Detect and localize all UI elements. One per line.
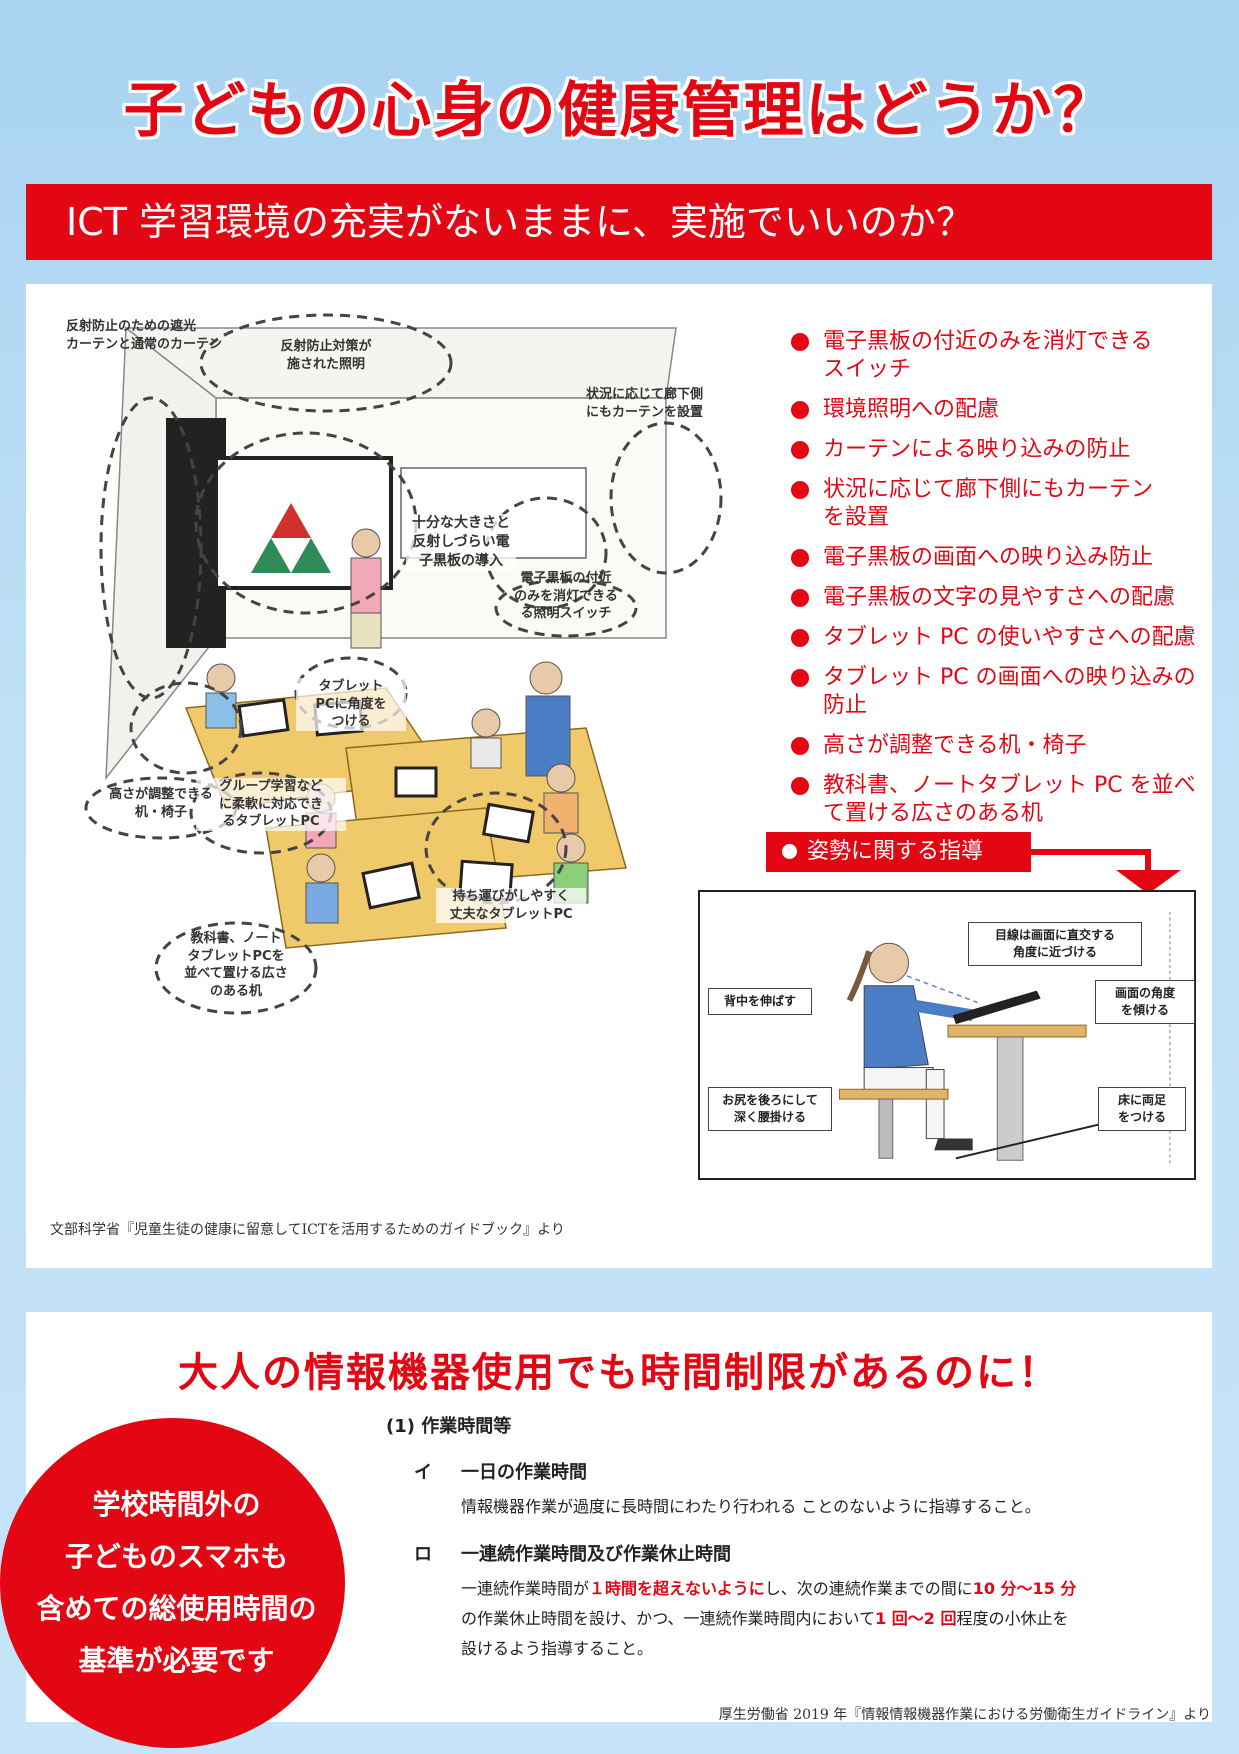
time-limit-panel: 大人の情報機器使用でも時間制限があるのに！ (1) 作業時間等 イ 一日の作業時… [26,1312,1212,1722]
posture-guidance-label: 姿勢に関する指導 [766,832,1031,872]
main-title: 子どもの心身の健康管理はどうか？ [123,76,1116,146]
subtitle-banner: ICT 学習環境の充実がないままに、実施でいいのか？ [26,184,1212,260]
posture-label-sit-back: お尻を後ろにして 深く腰掛ける [708,1087,832,1131]
bullet-dot [791,333,809,351]
callout-group-tablet: グループ学習など に柔軟に対応でき るタブレットPC [196,778,346,831]
list-item: 電子黒板の付近のみを消灯できる スイッチ [791,328,1221,384]
source-citation-mext: 文部科学省『児童生徒の健康に留意してICTを活用するためのガイドブック』より [50,1222,565,1238]
item-ro-title: 一連続作業時間及び作業休止時間 [461,1544,731,1565]
classroom-illustration: 反射防止のための遮光 カーテンと通常のカーテン 反射防止対策が 施された照明 状… [66,308,736,1068]
source-citation-mhlw: 厚生労働省 2019 年『情報情報機器作業における労働衛生ガイドライン』より [718,1707,1211,1723]
white-dot [782,844,797,859]
callout-curtains: 反射防止のための遮光 カーテンと通常のカーテン [66,319,223,352]
list-item: カーテンによる映り込みの防止 [791,436,1221,464]
bullet-dot [791,481,809,499]
environment-checklist: 電子黒板の付近のみを消灯できる スイッチ 環境照明への配慮 カーテンによる映り込… [791,328,1221,840]
arrow-down-icon [1031,849,1181,894]
posture-label-feet: 床に両足 をつける [1098,1087,1186,1131]
list-item: 電子黒板の画面への映り込み防止 [791,544,1221,572]
posture-drawing [839,911,1171,1164]
callout-light-switch: 電子黒板の付近 のみを消灯できる る照明スイッチ [514,571,618,622]
bullet-dot [791,441,809,459]
callout-adjustable-desk: 高さが調整できる 机・椅子 [109,787,213,820]
classroom-drawing [84,313,723,1015]
item-i-text: 情報機器作業が過度に長時間にわたり行われる ことのないように指導すること。 [461,1497,1041,1516]
posture-label-gaze: 目線は画面に直交する 角度に近づける [968,922,1142,966]
school-hours-circle: 学校時間外の 子どものスマホも 含めての総使用時間の 基準が必要です [0,1418,345,1748]
red-highlight: 10 分〜15 分 [972,1579,1077,1598]
bullet-dot [791,401,809,419]
bullet-dot [791,589,809,607]
list-item: 環境照明への配慮 [791,396,1221,424]
list-item: タブレット PC の使いやすさへの配慮 [791,624,1221,652]
callout-wide-desk: 教科書、ノート タブレットPCを 並べて置ける広さ のある机 [184,931,288,999]
bullet-dot [791,669,809,687]
list-item: 教科書、ノートタブレット PC を並べ て置ける広さのある机 [791,772,1221,828]
item-ro-marker: ロ [414,1544,432,1565]
item-i-title: 一日の作業時間 [461,1462,587,1483]
posture-label-screen-angle: 画面の角度 を傾ける [1095,980,1195,1024]
callout-blackboard: 十分な大きさと 反射しづらい電 子黒板の導入 [406,514,516,571]
posture-label-back: 背中を伸ばす [708,988,812,1015]
callout-hallway-curtain: 状況に応じて廊下側 にもカーテンを設置 [586,387,704,420]
bullet-dot [791,777,809,795]
posture-diagram: 目線は画面に直交する 角度に近づける 背中を伸ばす 画面の角度 を傾ける お尻を… [698,890,1196,1180]
section-title-time-limit: 大人の情報機器使用でも時間制限があるのに！ [178,1350,1060,1396]
red-highlight: 1 回〜2 回 [875,1609,957,1628]
ict-environment-panel: 反射防止のための遮光 カーテンと通常のカーテン 反射防止対策が 施された照明 状… [26,284,1212,1268]
bullet-dot [791,737,809,755]
list-item: タブレット PC の画面への映り込みの 防止 [791,664,1221,720]
list-item: 電子黒板の文字の見やすさへの配慮 [791,584,1221,612]
list-item: 状況に応じて廊下側にもカーテン を設置 [791,476,1221,532]
item-i-marker: イ [414,1462,432,1483]
red-highlight: １時間を超えないように [589,1579,765,1598]
circle-text: 学校時間外の 子どものスマホも 含めての総使用時間の 基準が必要です [36,1488,317,1677]
list-item: 高さが調整できる机・椅子 [791,732,1221,760]
callout-durable-tablet: 持ち運びがしやすく 丈夫なタブレットPC [436,888,586,924]
rules-heading: (1) 作業時間等 [386,1416,512,1437]
callout-lighting: 反射防止対策が 施された照明 [280,339,372,372]
bullet-dot [791,549,809,567]
callout-tablet-angle: タブレット PCに角度を つける [296,678,406,731]
bullet-dot [791,629,809,647]
item-ro-text: 一連続作業時間が１時間を超えないようにし、次の連続作業までの間に10 分〜15 … [461,1579,1077,1658]
